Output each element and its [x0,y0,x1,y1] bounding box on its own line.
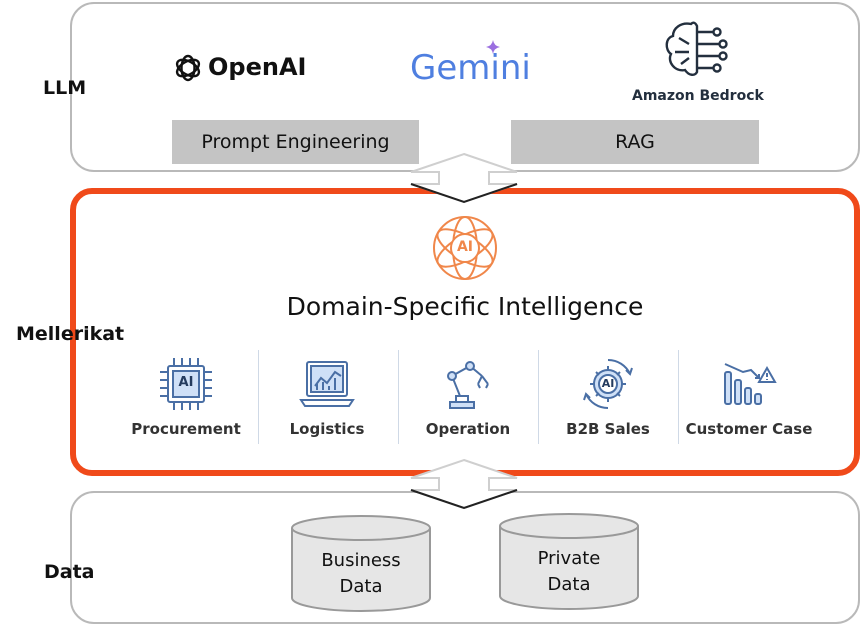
amazon-bedrock-logo: Amazon Bedrock [626,18,766,108]
business-data-label: Business Data [290,548,432,600]
category-separator [258,350,259,444]
ai-badge-text: AI [456,239,474,255]
gemini-logo: Gemini [410,40,535,90]
ai-orbit-icon [433,216,497,280]
private-data-line2: Data [547,574,591,595]
mellerikat-layer-label: Mellerikat [16,323,125,345]
data-layer-label: Data [44,561,95,583]
double-arrow-bottom [410,458,518,510]
category-separator [538,350,539,444]
business-data-line2: Data [339,576,383,597]
category-label: Logistics [289,420,365,438]
bedrock-wordmark: Amazon Bedrock [632,88,764,104]
category-procurement: AI Procurement [121,356,251,438]
prompt-engineering-bar: Prompt Engineering [172,120,419,164]
gemini-sparkle-icon [486,40,500,54]
chip-ai-text: AI [178,375,194,390]
category-label: Customer Case [685,420,813,438]
category-customer-case: Customer Case [684,356,814,438]
private-data-label: Private Data [498,546,640,598]
gear-ai-text: AI [601,377,615,390]
private-data-line1: Private [537,548,601,569]
llm-layer-label: LLM [43,77,87,99]
gemini-wordmark: Gemini [410,48,531,88]
declining-chart-warning-icon [724,363,777,405]
openai-wordmark: OpenAI [208,53,307,81]
bedrock-brain-icon [665,21,728,76]
private-data-cylinder [499,513,639,610]
category-separator [398,350,399,444]
rag-bar: RAG [511,120,759,164]
category-logistics: Logistics [262,356,392,438]
laptop-chart-icon [299,361,355,407]
business-data-line1: Business [321,550,401,571]
category-separator [678,350,679,444]
robot-arm-icon [447,361,489,409]
ai-chip-icon [160,358,212,410]
openai-icon [175,54,201,82]
business-data-cylinder [291,515,431,612]
category-label: B2B Sales [566,420,650,438]
category-label: Procurement [131,420,241,438]
category-b2b-sales: AI B2B Sales [543,356,673,438]
ai-gear-icon [583,358,633,410]
category-operation: Operation [403,356,533,438]
category-label: Operation [425,420,511,438]
data-panel [70,491,860,624]
double-arrow-top [410,152,518,204]
domain-title: Domain-Specific Intelligence [286,292,644,321]
openai-logo: OpenAI [172,50,312,86]
